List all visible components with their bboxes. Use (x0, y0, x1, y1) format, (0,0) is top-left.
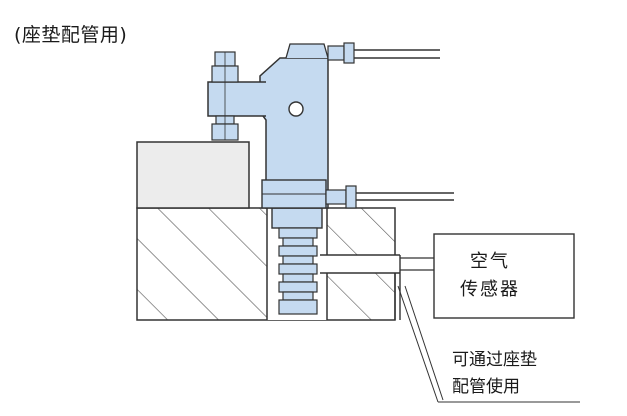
note-line2: 配管使用 (452, 377, 520, 397)
note-line1: 可通过座垫 (452, 350, 537, 370)
diagram-title: (座垫配管用) (14, 24, 128, 46)
lower-fitting (325, 185, 454, 209)
clamp-bolt (211, 51, 239, 141)
sensor-label-line1: 空气 (470, 251, 510, 272)
clamp-body (207, 43, 329, 209)
air-passage (320, 254, 401, 320)
upper-fitting (327, 42, 440, 64)
workpiece (136, 141, 250, 209)
note-leader (397, 285, 580, 403)
sensor-label-line2: 传感器 (460, 279, 520, 300)
pivot-hole (288, 101, 304, 117)
air-sensor-box (433, 233, 575, 319)
